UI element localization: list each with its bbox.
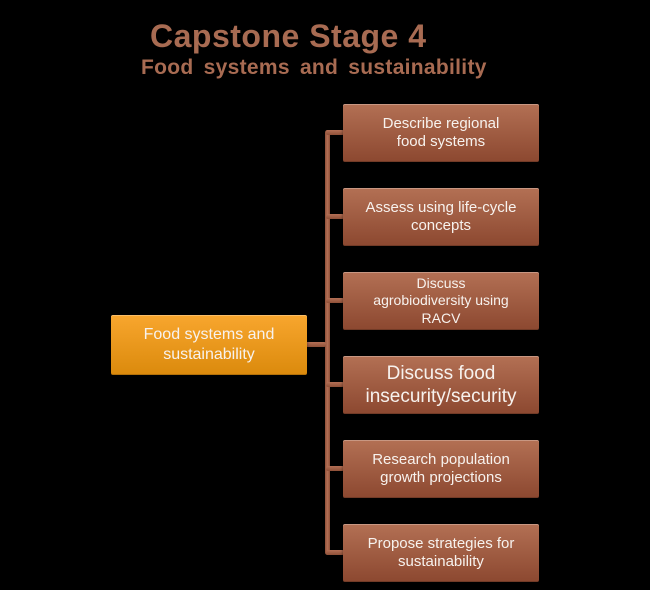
connector-branch-stub (326, 550, 344, 555)
connector-branch-stub (326, 214, 344, 219)
slide-subtitle: Food systems and sustainability (141, 56, 487, 79)
connector-branch-stub (326, 466, 344, 471)
connector-branch-stub (326, 130, 344, 135)
connector-trunk (325, 130, 330, 555)
slide-title: Capstone Stage 4 (150, 18, 427, 54)
connector-root-stub (303, 342, 326, 347)
connector-branch-stub (326, 382, 344, 387)
connector-branch-stub (326, 298, 344, 303)
